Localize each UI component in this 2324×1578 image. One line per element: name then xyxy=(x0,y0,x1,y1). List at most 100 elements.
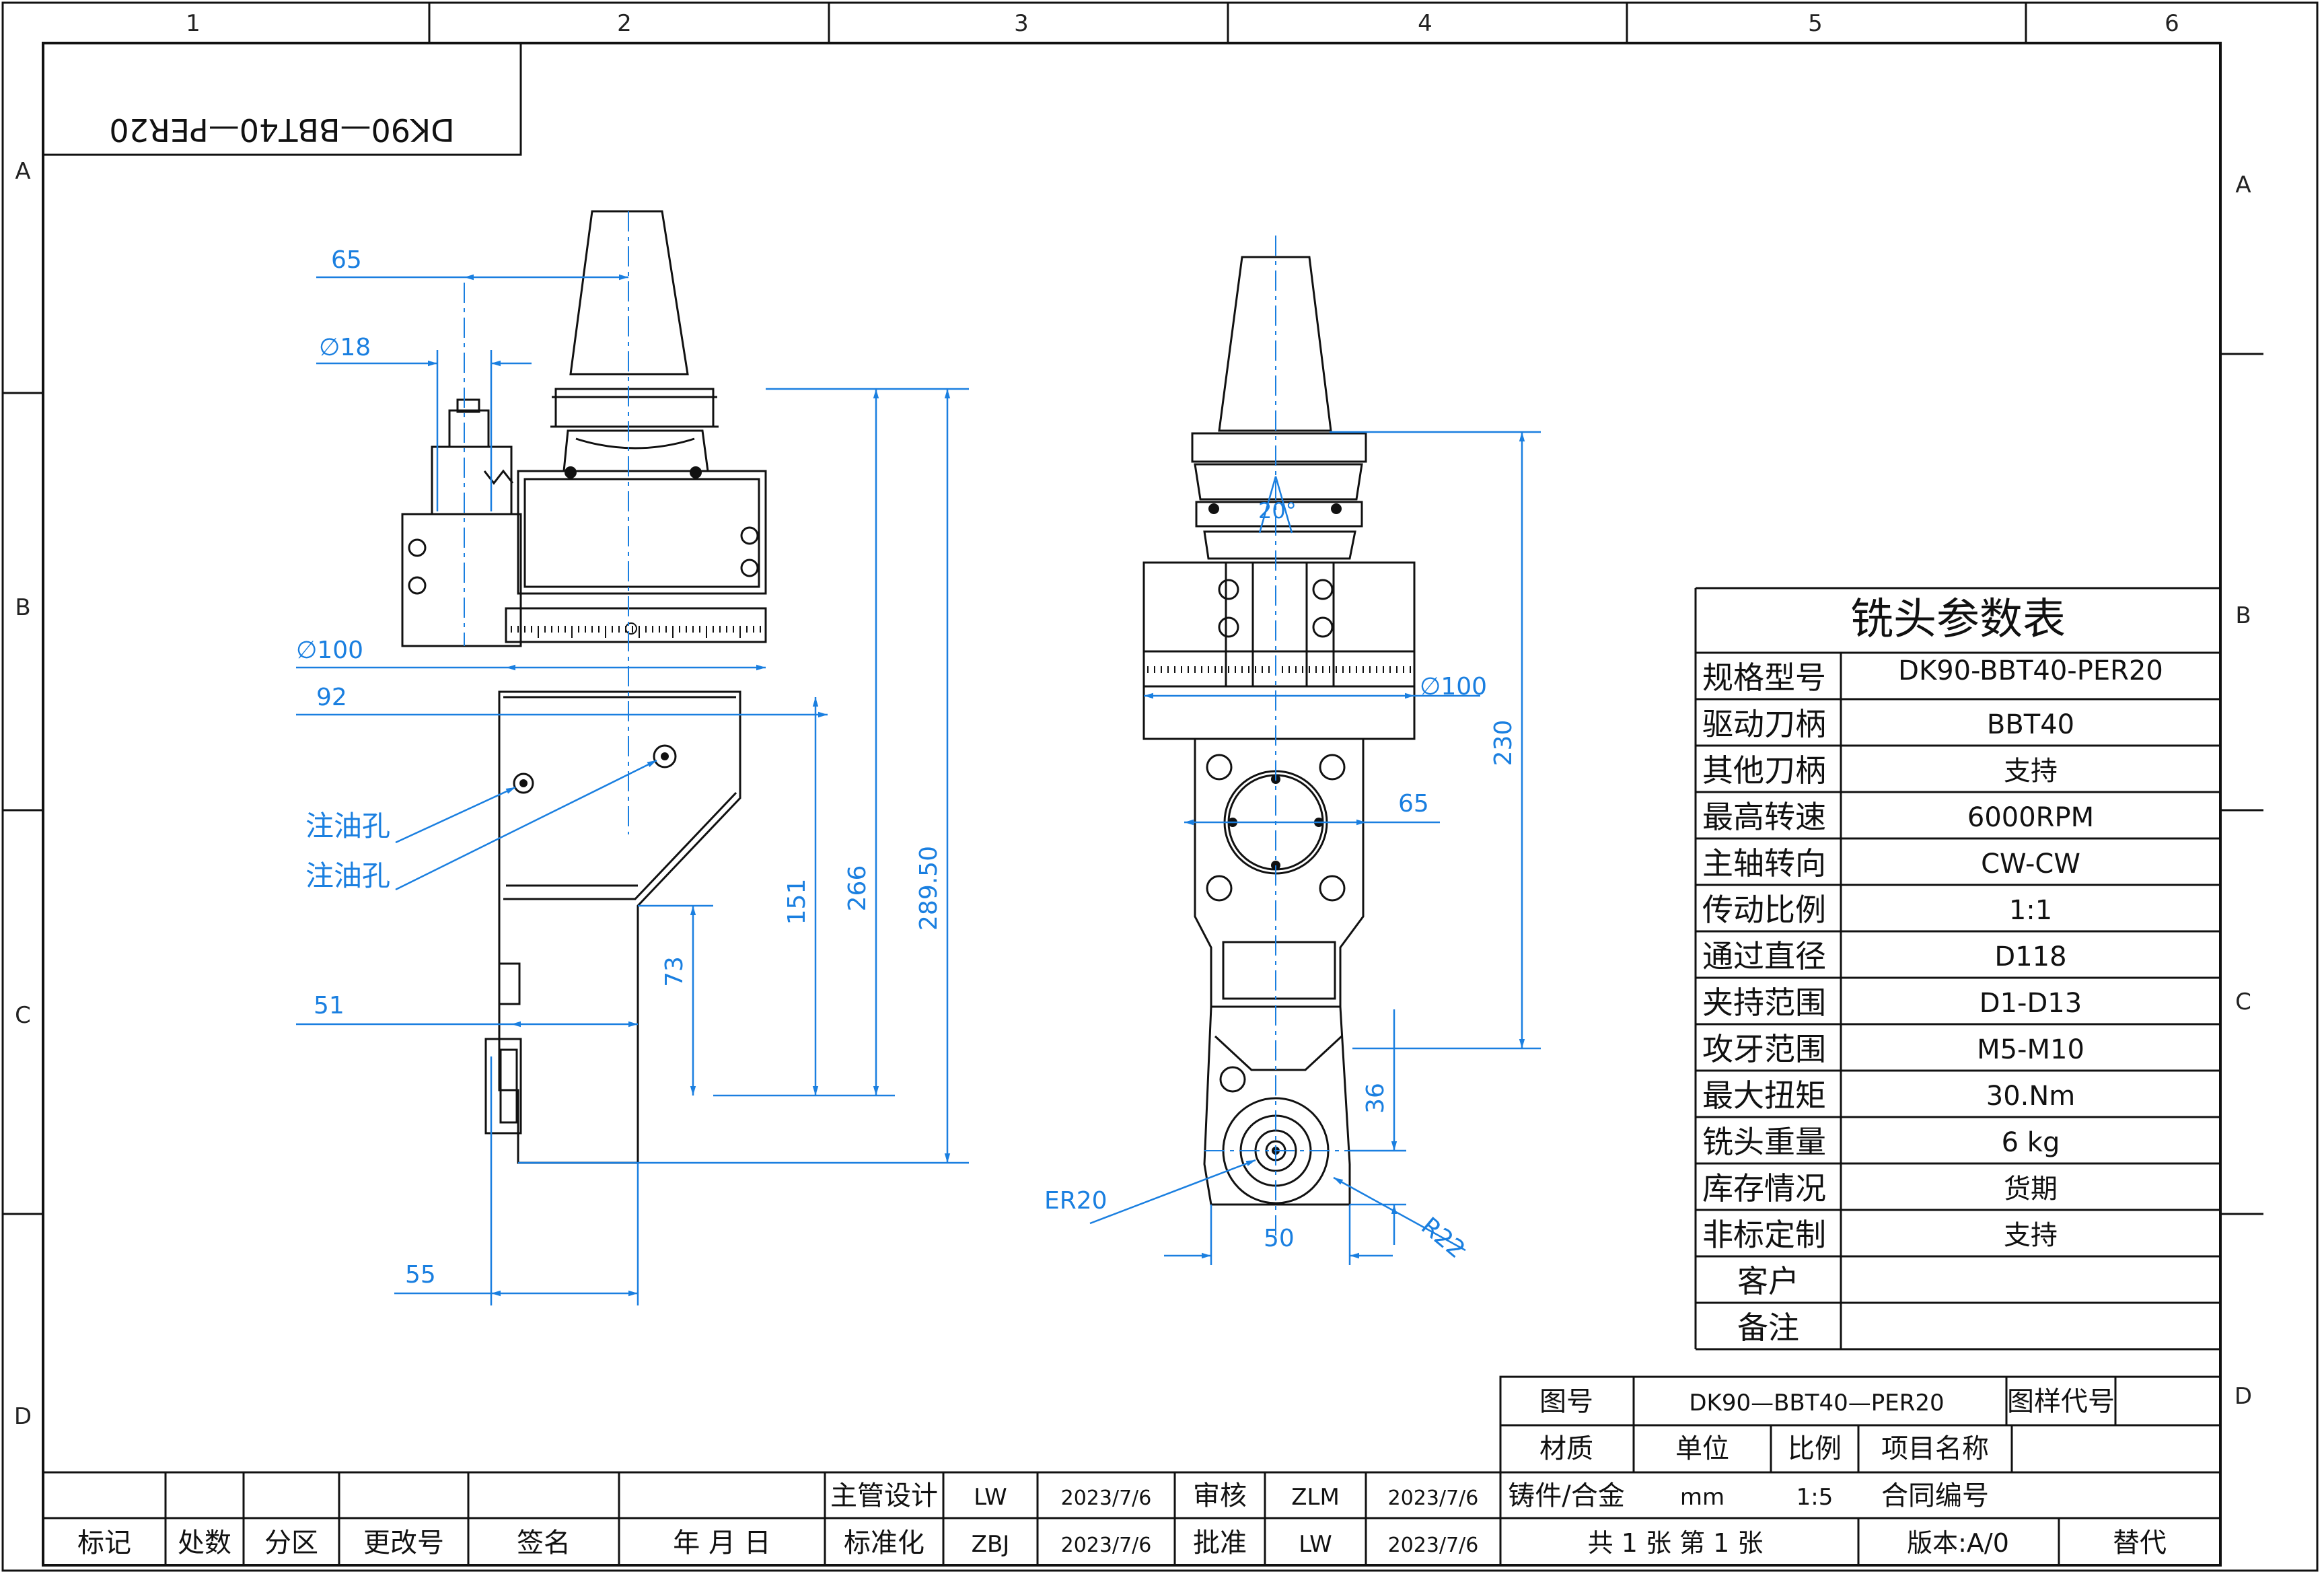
dim-230: 230 xyxy=(1490,720,1517,766)
zone-letter: D xyxy=(14,1403,32,1430)
dim-151: 151 xyxy=(783,879,811,925)
zone-number: 6 xyxy=(2165,10,2179,37)
approve-date: 2023/7/6 xyxy=(1388,1534,1479,1557)
param-value: BBT40 xyxy=(1987,709,2074,740)
zone-letter: B xyxy=(15,594,30,621)
side-dimension-labels: 65 ∅18 ∅100 92 51 55 151 266 289.50 73 注… xyxy=(296,246,943,1289)
version: 版本:A/0 xyxy=(1907,1528,2009,1558)
front-taper xyxy=(1218,256,1332,432)
param-value: DK90-BBT40-PER20 xyxy=(1898,655,2163,686)
oil-hole-label: 注油孔 xyxy=(305,810,390,842)
param-value: 货期 xyxy=(2004,1174,2058,1205)
param-label: 备注 xyxy=(1737,1310,1799,1346)
material-label: 材质 xyxy=(1539,1433,1593,1464)
param-value: CW-CW xyxy=(1981,849,2080,880)
dim-55: 55 xyxy=(405,1261,436,1289)
designer-label: 主管设计 xyxy=(830,1480,938,1511)
param-label: 最高转速 xyxy=(1702,799,1826,835)
mirrored-title-box: DK90—BBT40—PER20 xyxy=(42,42,522,156)
sheets: 共 1 张 第 1 张 xyxy=(1588,1528,1764,1558)
param-value: 支持 xyxy=(2004,1220,2058,1251)
param-label: 传动比例 xyxy=(1702,892,1826,928)
zone-number: 3 xyxy=(1014,10,1029,37)
review-date: 2023/7/6 xyxy=(1388,1486,1479,1510)
param-table-title: 铣头参数表 xyxy=(1850,595,2066,645)
dim-18: ∅18 xyxy=(319,334,371,361)
spindle-nose xyxy=(484,1038,522,1135)
param-label: 客户 xyxy=(1737,1263,1799,1299)
zone-letter: A xyxy=(2235,172,2251,199)
param-label: 主轴转向 xyxy=(1702,845,1826,882)
zone-number: 1 xyxy=(186,10,201,37)
dim-100: ∅100 xyxy=(1420,673,1487,701)
arm-body xyxy=(498,690,741,1164)
drawing-no-label: 图号 xyxy=(1539,1386,1593,1417)
rev-header: 分区 xyxy=(264,1528,318,1558)
oil-hole-label: 注油孔 xyxy=(305,859,390,892)
rev-header: 处数 xyxy=(178,1528,231,1558)
rev-header: 签名 xyxy=(517,1528,571,1558)
param-label: 库存情况 xyxy=(1702,1170,1826,1207)
dim-51: 51 xyxy=(314,992,344,1019)
replace: 替代 xyxy=(2113,1528,2167,1558)
front-housing xyxy=(1142,561,1416,653)
unit-label: 单位 xyxy=(1675,1433,1729,1464)
rev-header: 更改号 xyxy=(363,1528,444,1558)
side-bolts xyxy=(408,466,759,794)
dim-92: 92 xyxy=(316,684,347,711)
dim-65: 65 xyxy=(331,246,362,274)
dim-100: ∅100 xyxy=(296,637,363,664)
param-label: 夹持范围 xyxy=(1702,984,1826,1021)
zone-letter: C xyxy=(15,1002,31,1029)
dim-angle: 20° xyxy=(1258,498,1297,524)
project-label: 项目名称 xyxy=(1881,1433,1989,1464)
rev-header: 标记 xyxy=(77,1528,131,1558)
dim-266: 266 xyxy=(844,865,871,912)
front-nose xyxy=(1203,1005,1351,1206)
standard-date: 2023/7/6 xyxy=(1061,1534,1152,1557)
title-block xyxy=(43,1375,2222,1567)
param-label: 攻牙范围 xyxy=(1702,1031,1826,1067)
param-label: 驱动刀柄 xyxy=(1702,706,1826,742)
param-label: 通过直径 xyxy=(1702,938,1826,974)
side-center-lines xyxy=(464,211,629,834)
side-view xyxy=(401,210,767,1164)
front-view xyxy=(1142,256,1416,1206)
param-label: 规格型号 xyxy=(1702,659,1826,696)
designer-date: 2023/7/6 xyxy=(1061,1486,1152,1510)
sample-code-label: 图样代号 xyxy=(2007,1386,2115,1417)
front-center-lines xyxy=(1184,236,1366,1238)
standardizer: ZBJ xyxy=(972,1531,1010,1558)
dim-50: 50 xyxy=(1264,1225,1295,1252)
designer: LW xyxy=(974,1484,1007,1511)
review-label: 审核 xyxy=(1193,1480,1247,1511)
param-value: 支持 xyxy=(2004,756,2058,787)
dim-289: 289.50 xyxy=(915,846,943,931)
approver: LW xyxy=(1299,1531,1332,1558)
dim-36: 36 xyxy=(1362,1083,1389,1114)
rev-header: 年 月 日 xyxy=(673,1528,770,1558)
zone-letter: D xyxy=(2235,1383,2252,1410)
dim-65: 65 xyxy=(1398,790,1429,818)
unit: mm xyxy=(1680,1484,1724,1511)
title-block-text: 图号 DK90—BBT40—PER20 图样代号 材质 单位 比例 项目名称 铸… xyxy=(77,1386,2167,1558)
zone-letter: A xyxy=(15,158,30,185)
material: 铸件/合金 xyxy=(1508,1480,1624,1511)
param-label: 最大扭矩 xyxy=(1702,1077,1826,1114)
param-value: 1:1 xyxy=(2009,895,2052,926)
param-label: 铣头重量 xyxy=(1702,1124,1826,1160)
zone-letter: B xyxy=(2235,602,2251,629)
param-value: D118 xyxy=(1994,941,2066,972)
side-block xyxy=(401,513,522,647)
approve-label: 批准 xyxy=(1193,1528,1247,1558)
scale-ring xyxy=(505,607,767,643)
front-dimensions xyxy=(1089,431,1541,1265)
param-value: 6 kg xyxy=(2002,1127,2060,1158)
taper-shank xyxy=(569,210,689,375)
scale-label: 比例 xyxy=(1788,1433,1842,1464)
zone-number: 5 xyxy=(1808,10,1823,37)
param-label: 非标定制 xyxy=(1702,1217,1826,1253)
contract-label: 合同编号 xyxy=(1881,1480,1989,1511)
